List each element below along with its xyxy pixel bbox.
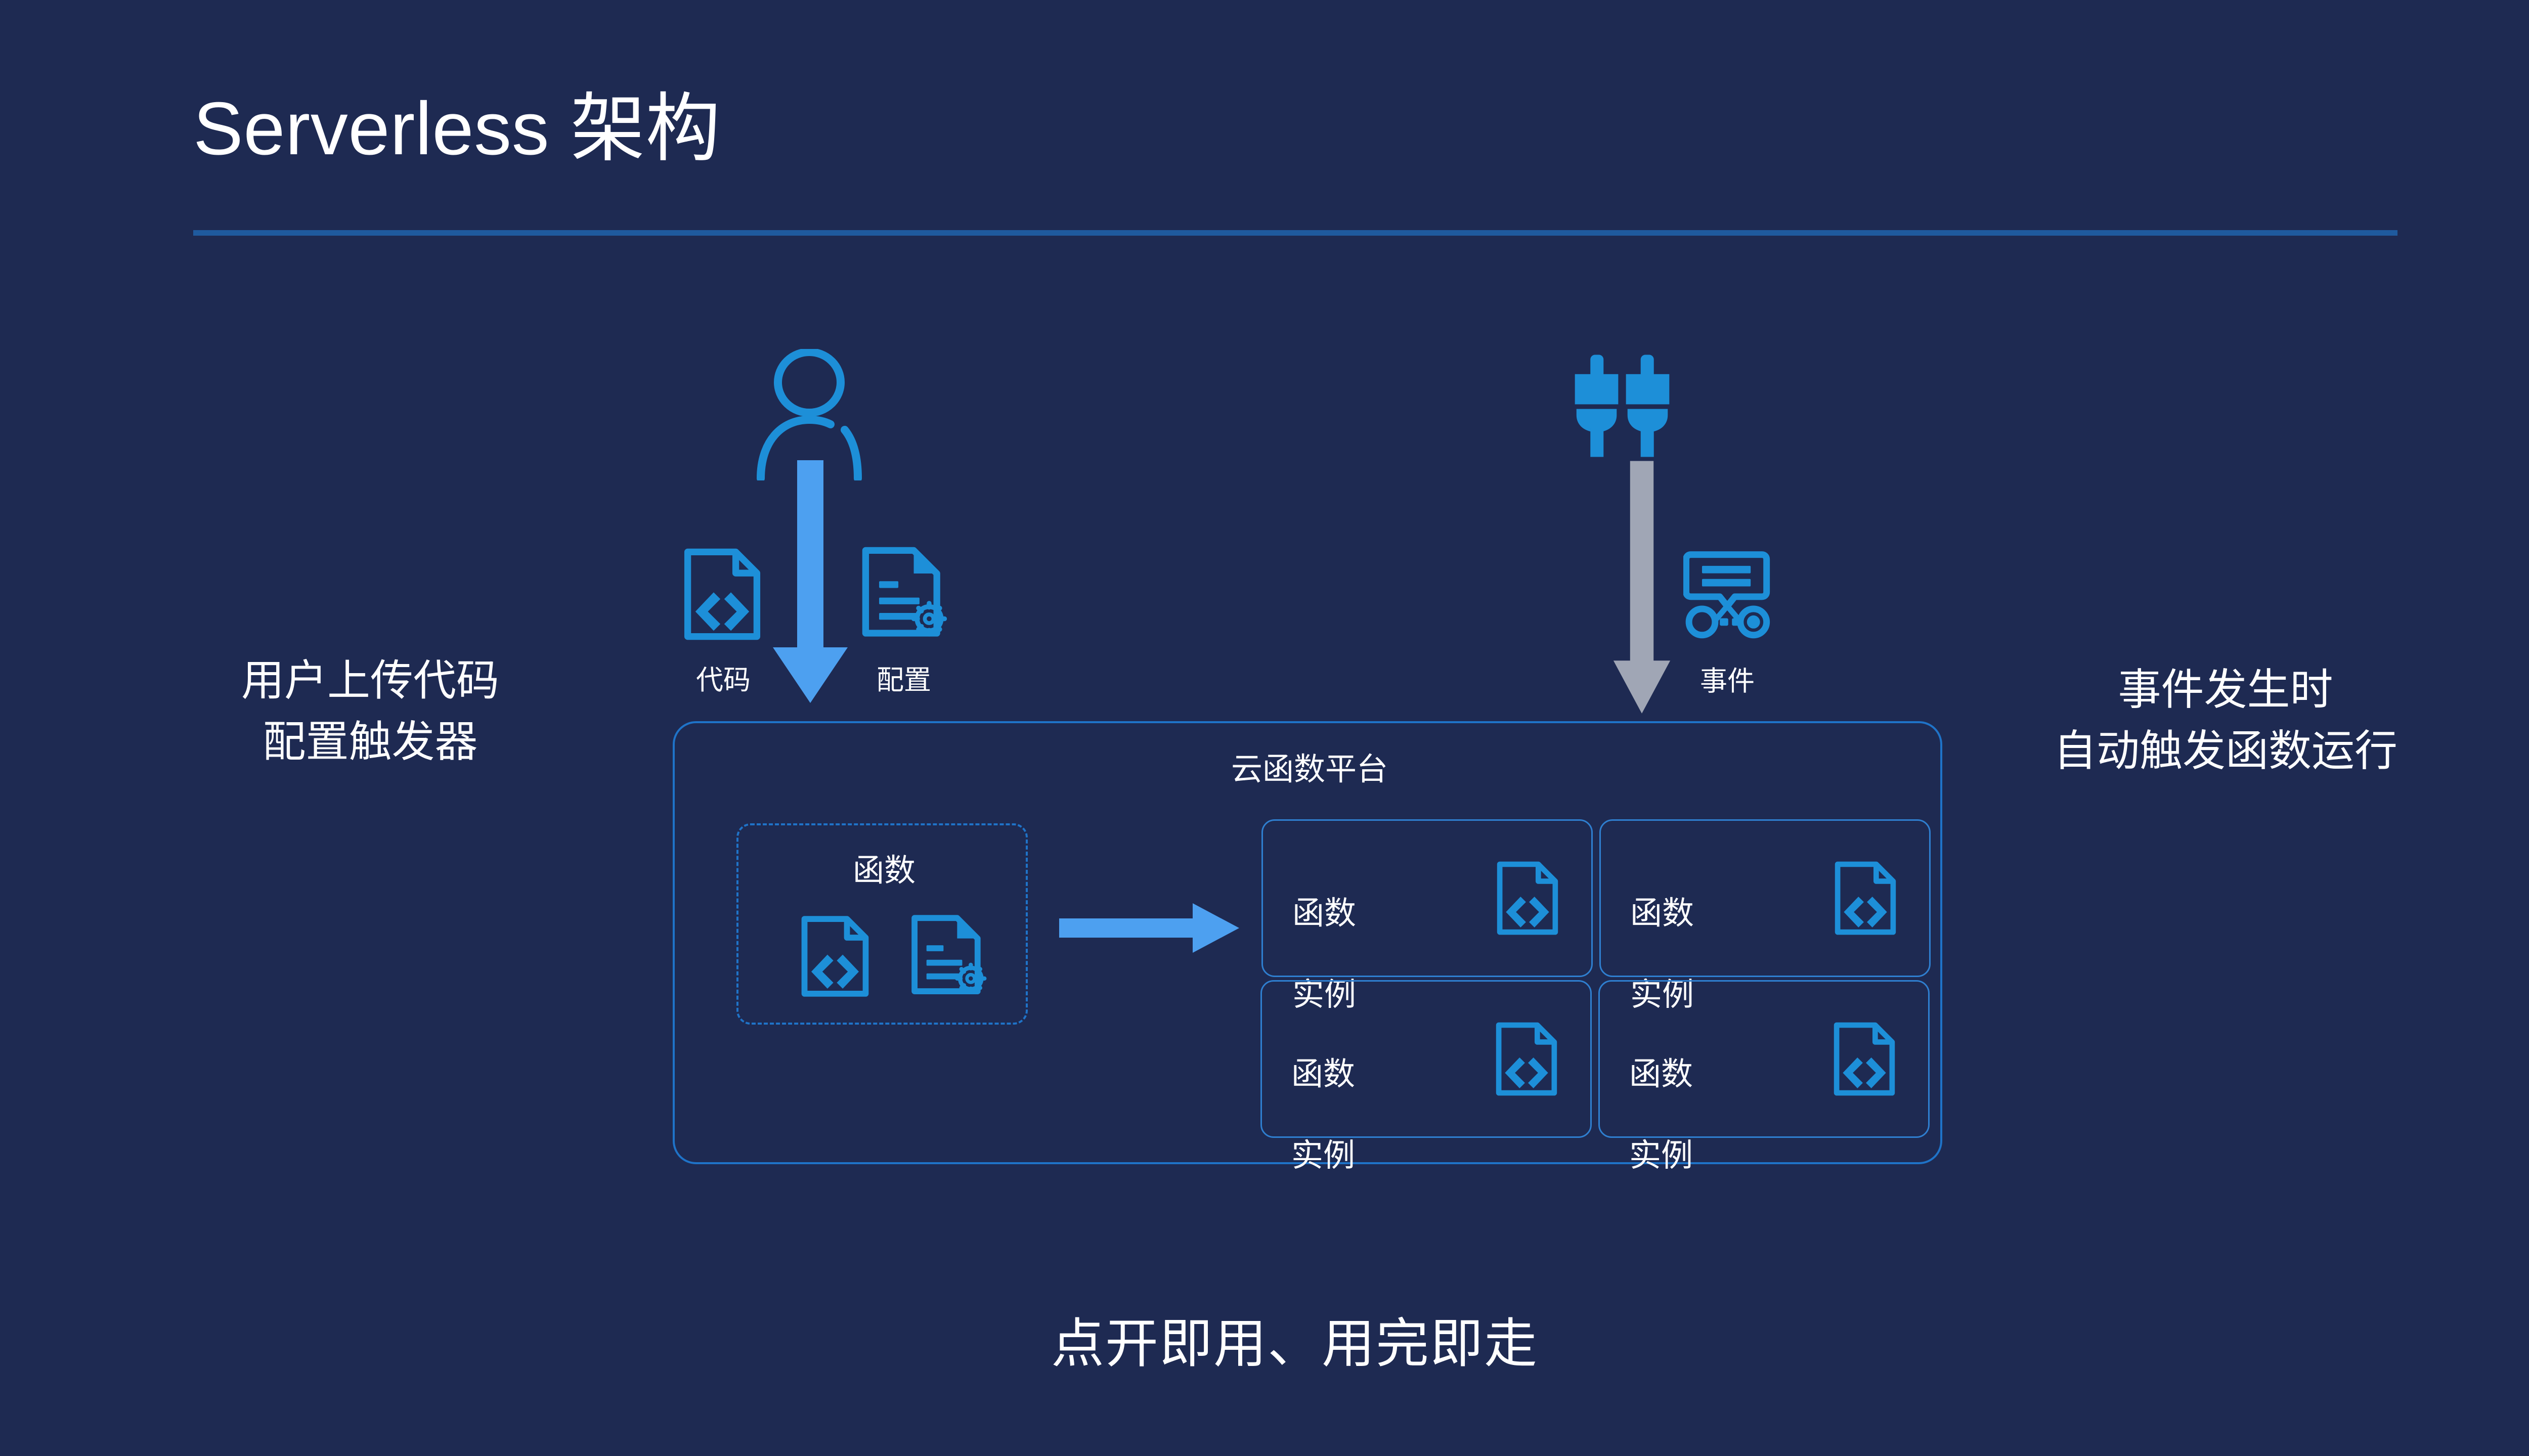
instance-label-line-2: 实例 (1630, 977, 1694, 1012)
function-label: 函数 (852, 854, 915, 888)
code-document-icon (684, 548, 761, 640)
page-title: Serverless 架构 (193, 87, 721, 170)
function-instance-box[interactable]: 函数 实例 (1261, 819, 1593, 1012)
function-instance-box[interactable]: 函数 实例 (1598, 980, 1930, 1173)
platform-title: 云函数平台 (1231, 753, 1388, 787)
event-label: 事件 (1700, 666, 1755, 696)
code-document-icon (801, 916, 869, 997)
down-arrow-gray-icon (1613, 461, 1671, 714)
code-document-icon (1834, 1022, 1895, 1096)
left-caption-line-2: 配置触发器 (263, 718, 478, 766)
instance-label-line-1: 函数 (1292, 895, 1356, 931)
config-document-icon (862, 547, 947, 637)
instance-label-line-1: 函数 (1291, 1056, 1355, 1092)
instance-label: 函数 实例 (1292, 852, 1424, 1016)
code-document-icon (1835, 861, 1896, 935)
config-label: 配置 (877, 665, 931, 695)
event-message-icon (1683, 551, 1770, 639)
cloud-function-platform-box: 云函数平台 函数 (673, 721, 1942, 1173)
function-instance-box[interactable]: 函数 实例 (1599, 819, 1931, 1012)
instance-label-line-1: 函数 (1630, 895, 1694, 931)
right-arrow-icon (1059, 903, 1239, 953)
instance-label: 函数 实例 (1629, 1013, 1761, 1176)
code-document-icon (1496, 1022, 1557, 1096)
right-caption-line-2: 自动触发函数运行 (2053, 727, 2397, 775)
title-divider (193, 230, 2397, 236)
tagline: 点开即用、用完即走 (1051, 1314, 1538, 1374)
code-label: 代码 (696, 665, 751, 695)
instance-label-line-1: 函数 (1629, 1056, 1693, 1092)
right-caption-line-1: 事件发生时 (2118, 667, 2333, 714)
instance-label-line-2: 实例 (1629, 1137, 1693, 1173)
function-instance-box[interactable]: 函数 实例 (1260, 980, 1592, 1173)
plug-icon (1575, 355, 1670, 457)
left-caption-line-1: 用户上传代码 (241, 657, 499, 705)
code-document-icon (1497, 861, 1558, 935)
instance-label-line-2: 实例 (1291, 1137, 1355, 1173)
right-caption: 事件发生时 自动触发函数运行 (1998, 660, 2453, 782)
instance-label: 函数 实例 (1291, 1013, 1423, 1176)
instance-label-line-2: 实例 (1292, 977, 1356, 1012)
left-caption: 用户上传代码 配置触发器 (193, 651, 547, 773)
config-document-icon (911, 915, 987, 994)
instance-label: 函数 实例 (1630, 852, 1762, 1016)
function-box[interactable]: 函数 (736, 823, 1028, 1025)
down-arrow-icon (773, 460, 848, 703)
person-icon (757, 349, 862, 480)
